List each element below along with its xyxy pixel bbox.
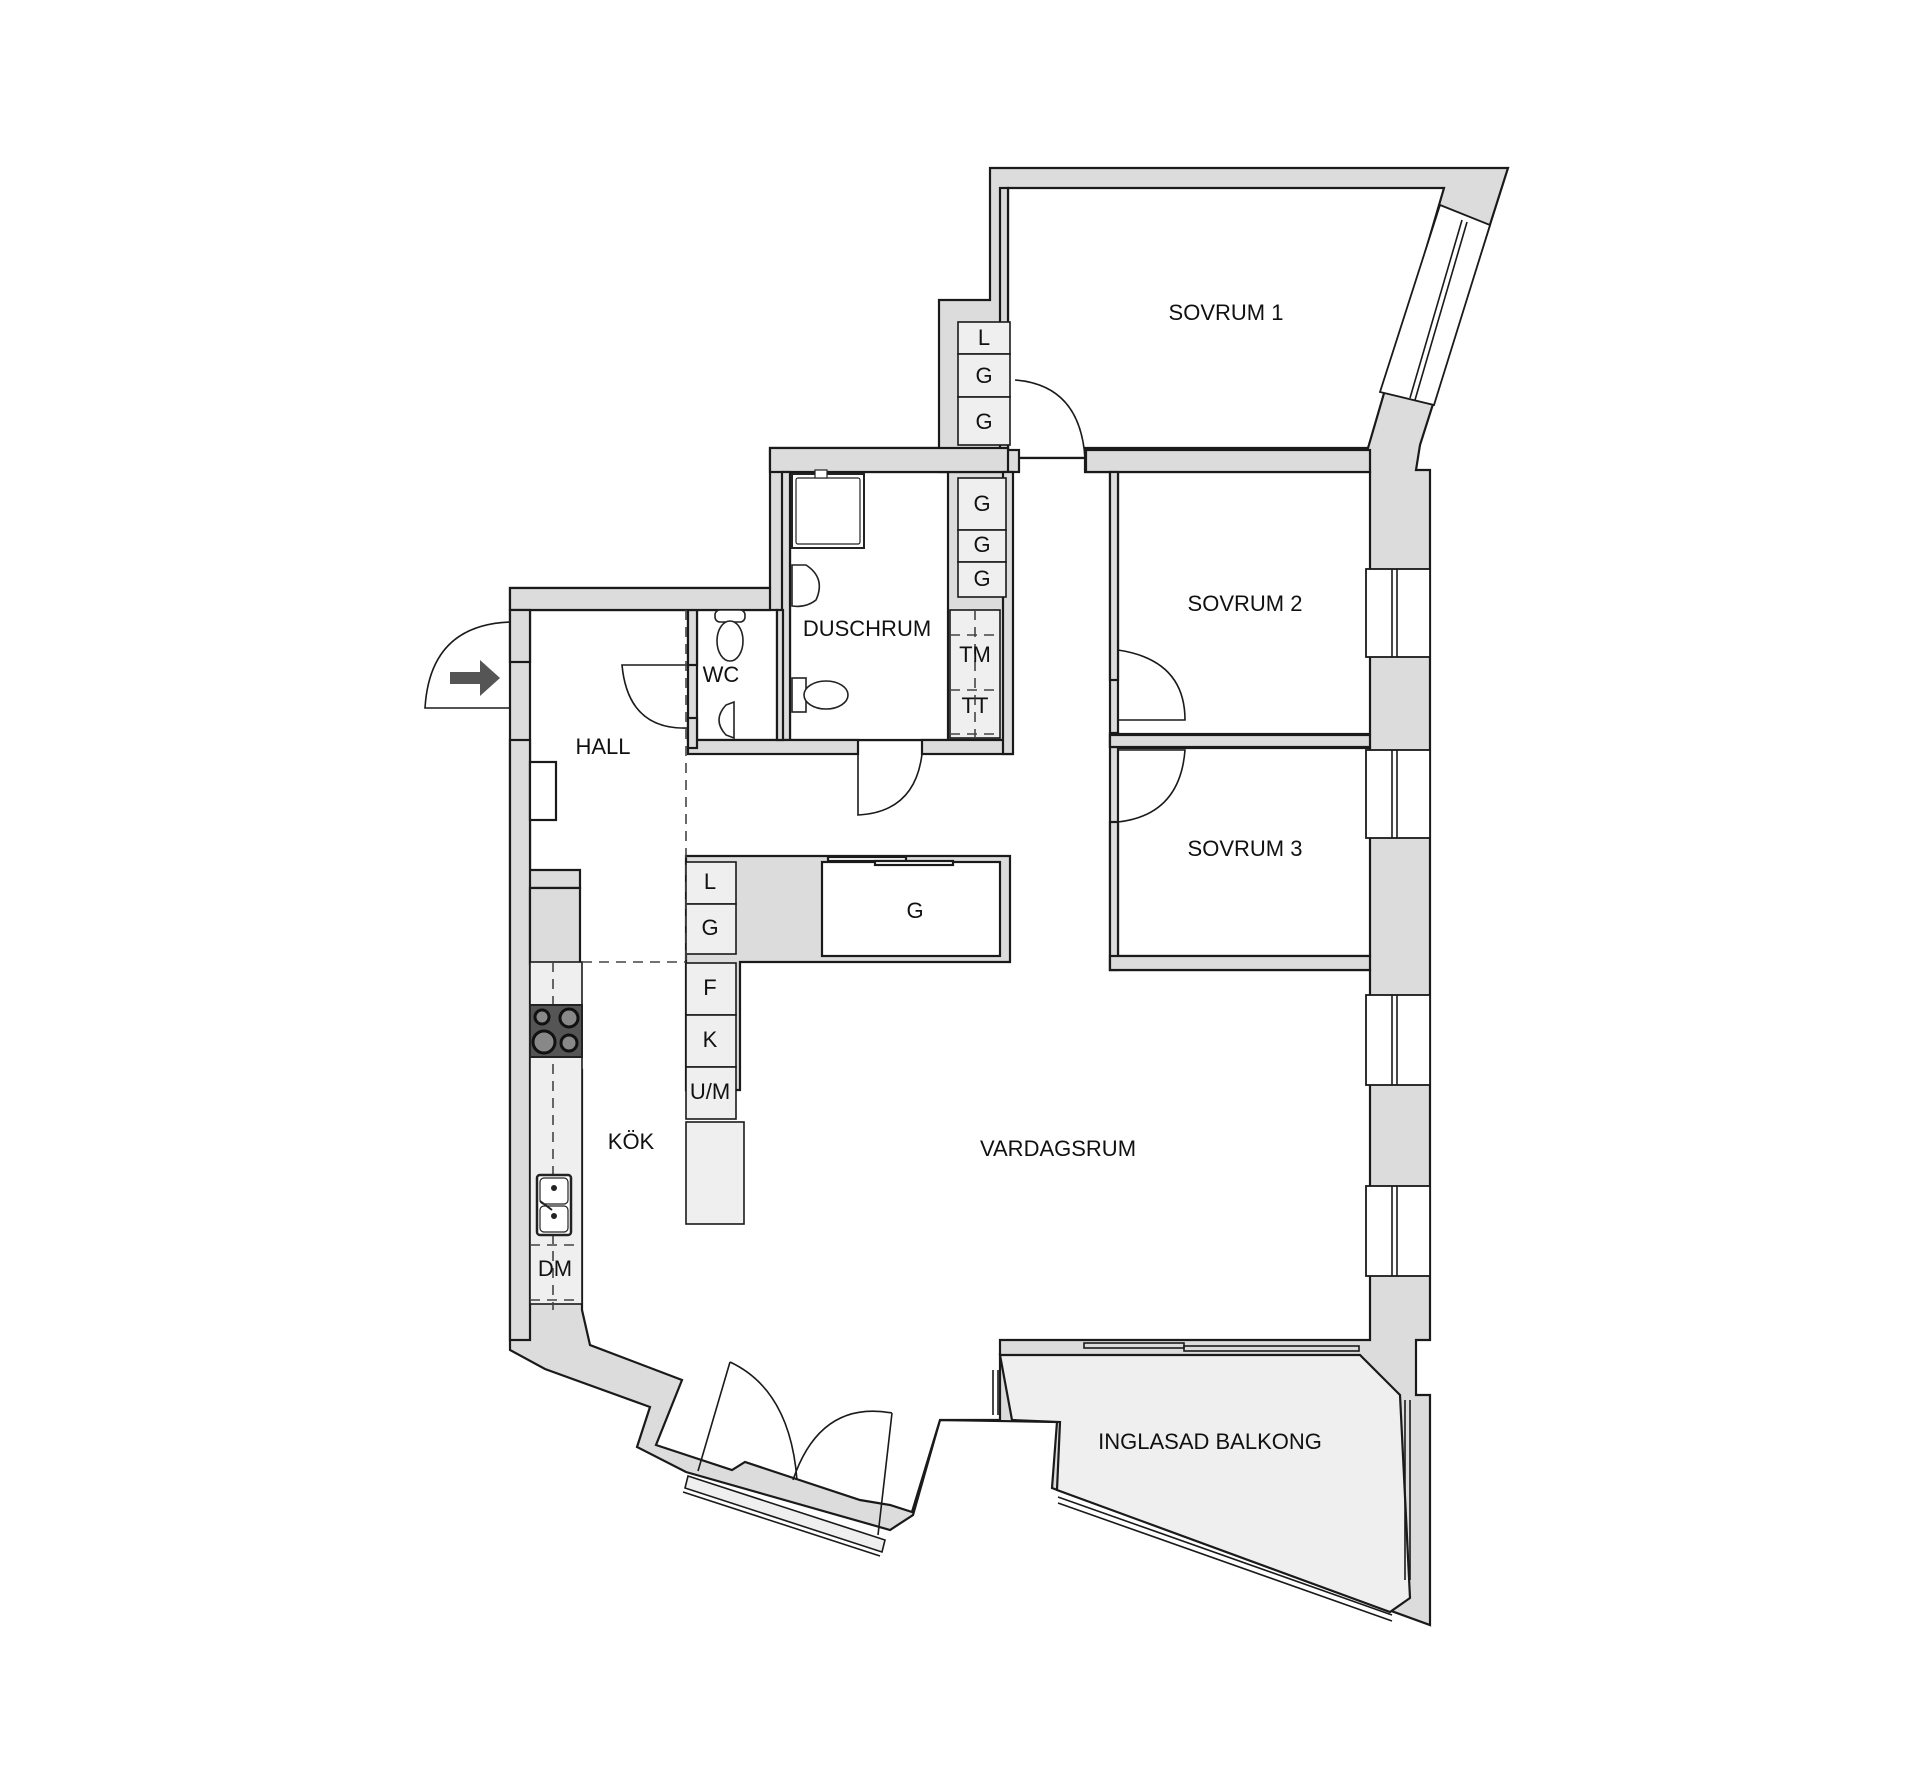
svg-text:G: G [906, 898, 923, 923]
window-vardagsrum-2 [1365, 1185, 1431, 1277]
label-inglasad-balkong: INGLASAD BALKONG [1098, 1429, 1322, 1454]
toilet-icon [714, 609, 849, 713]
label-sovrum-3: SOVRUM 3 [1188, 836, 1303, 861]
balcony-door [682, 1361, 893, 1557]
room-labels: SOVRUM 1 SOVRUM 2 SOVRUM 3 DUSCHRUM WC H… [575, 300, 1321, 1454]
svg-text:K: K [703, 1027, 718, 1052]
label-wc: WC [703, 662, 740, 687]
closet-g: G [820, 855, 1002, 958]
kitchen-column: F K U/M [685, 962, 745, 1225]
svg-text:TT: TT [962, 693, 989, 718]
svg-text:G: G [975, 363, 992, 388]
glazed-balcony [992, 1342, 1412, 1622]
entrance-door-swing [424, 621, 511, 709]
svg-text:L: L [978, 325, 990, 350]
label-duschrum: DUSCHRUM [803, 616, 931, 641]
svg-text:G: G [973, 566, 990, 591]
svg-text:G: G [975, 409, 992, 434]
shower-icon [791, 469, 865, 549]
svg-text:G: G [973, 532, 990, 557]
svg-text:G: G [701, 915, 718, 940]
label-sovrum-1: SOVRUM 1 [1169, 300, 1284, 325]
entrance-arrow-icon [450, 660, 500, 696]
storage-sovrum1-column: L G G [957, 321, 1011, 446]
label-kok: KÖK [608, 1129, 655, 1154]
window-sovrum-3 [1365, 749, 1431, 839]
label-vardagsrum: VARDAGSRUM [980, 1136, 1136, 1161]
label-sovrum-2: SOVRUM 2 [1188, 591, 1303, 616]
storage-corridor-column: G G G [957, 477, 1007, 598]
laundry-tm-tt: TM TT [949, 609, 1001, 739]
windows [1365, 203, 1492, 1277]
hob-icon [529, 1004, 583, 1058]
svg-text:L: L [704, 869, 716, 894]
washbasin-icon [718, 564, 821, 740]
kitchen-counter: DM [529, 610, 687, 1310]
svg-text:F: F [703, 975, 716, 1000]
window-sovrum-1 [1378, 203, 1492, 407]
window-vardagsrum-1 [1365, 994, 1431, 1086]
storage-hall-column: L G [685, 861, 737, 955]
sink-icon [535, 1173, 573, 1237]
svg-text:G: G [973, 491, 990, 516]
door-swings [424, 379, 1186, 823]
svg-text:TM: TM [959, 642, 991, 667]
room-sovrum-2 [1116, 470, 1372, 736]
svg-text:U/M: U/M [690, 1079, 730, 1104]
rooms [528, 186, 1446, 1514]
label-hall: HALL [575, 734, 630, 759]
svg-text:DM: DM [538, 1256, 572, 1281]
window-sovrum-2 [1365, 568, 1431, 658]
